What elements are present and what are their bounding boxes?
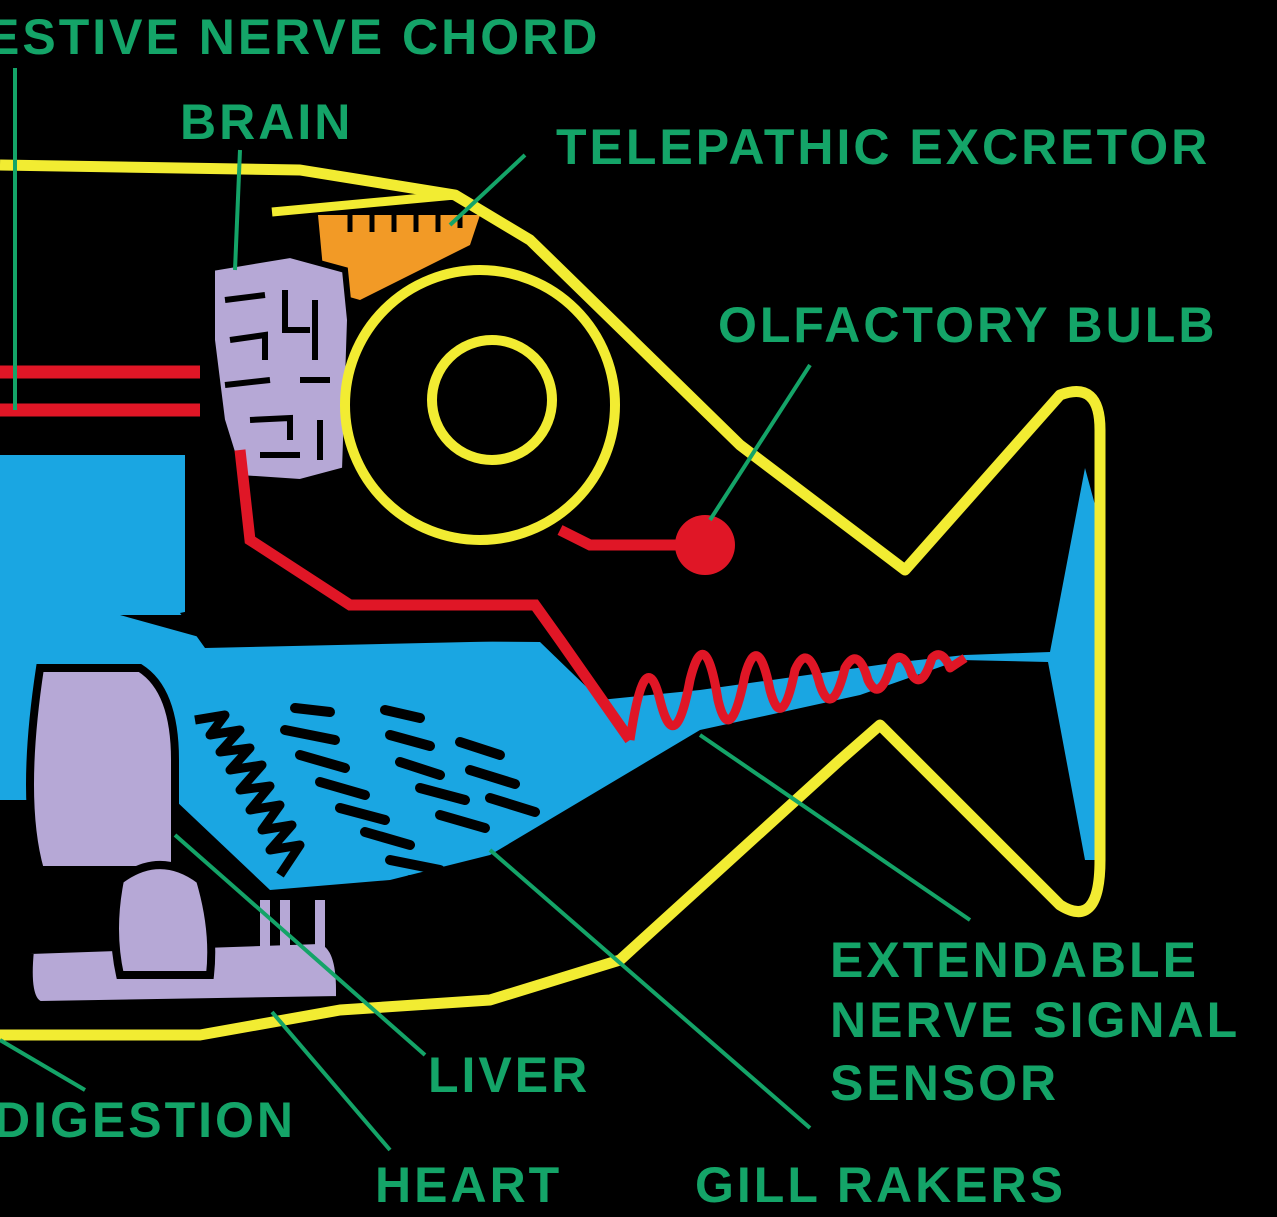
label-sensor-line-3: SENSOR <box>830 1058 1059 1108</box>
heart-organ <box>115 865 211 975</box>
label-liver: LIVER <box>428 1050 590 1100</box>
label-olfactory-bulb: OLFACTORY BULB <box>718 300 1217 350</box>
label-brain: BRAIN <box>180 97 353 147</box>
label-heart: HEART <box>375 1160 562 1210</box>
eye-inner <box>432 340 552 460</box>
label-telepathic-excretor: TELEPATHIC EXCRETOR <box>556 122 1210 172</box>
label-gill-rakers: GILL RAKERS <box>695 1160 1066 1210</box>
label-digestion: DIGESTION <box>0 1095 296 1145</box>
label-nerve-chord: ESTIVE NERVE CHORD <box>0 12 600 62</box>
label-sensor-line-1: EXTENDABLE <box>830 935 1199 985</box>
label-sensor-line-2: NERVE SIGNAL <box>830 995 1240 1045</box>
brain-organ <box>212 255 350 482</box>
olfactory-bulb-dot <box>675 515 735 575</box>
